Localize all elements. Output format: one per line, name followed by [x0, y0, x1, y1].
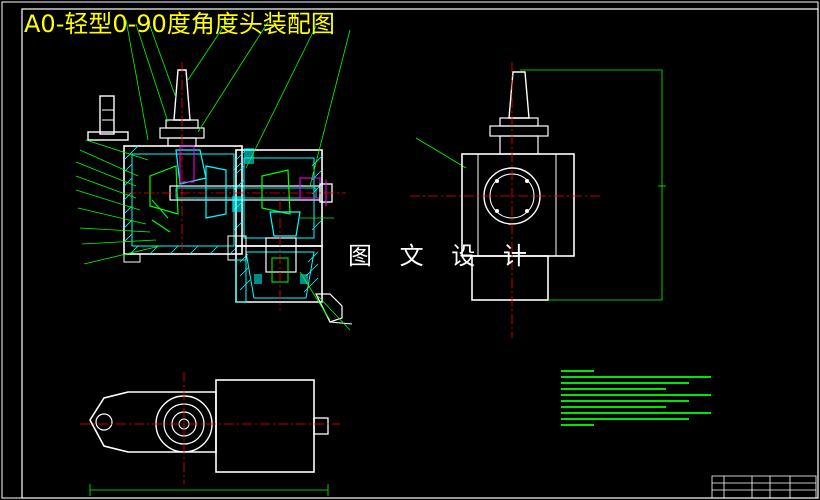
side-dimension	[520, 69, 663, 301]
front-section-view	[87, 62, 353, 325]
notes-heading-line	[561, 370, 594, 372]
notes-line	[561, 394, 711, 396]
notes-line	[561, 406, 666, 408]
leader-lines	[75, 19, 467, 331]
bevel-gear-left	[149, 165, 179, 215]
notes-line	[561, 376, 711, 378]
top-view	[80, 372, 340, 496]
top-view-body	[215, 379, 315, 473]
handle-arm	[87, 131, 129, 141]
notes-line	[561, 388, 666, 390]
notes-line	[561, 418, 689, 420]
side-lower-block	[471, 255, 549, 301]
side-view	[410, 62, 666, 338]
technical-notes-block	[561, 366, 711, 430]
drawing-title: A0-轻型0-90度角度头装配图	[24, 10, 335, 38]
notes-line	[561, 424, 594, 426]
title-block	[711, 475, 817, 499]
bevel-gear-right	[261, 169, 291, 215]
notes-line	[561, 400, 689, 402]
handle-upright	[99, 95, 115, 135]
notes-line	[561, 382, 689, 384]
top-view-arm	[89, 391, 217, 453]
spindle-vertical	[179, 145, 195, 183]
output-body	[235, 245, 323, 303]
notes-line	[561, 412, 711, 414]
watermark-text: 图 文 设 计	[348, 242, 537, 270]
